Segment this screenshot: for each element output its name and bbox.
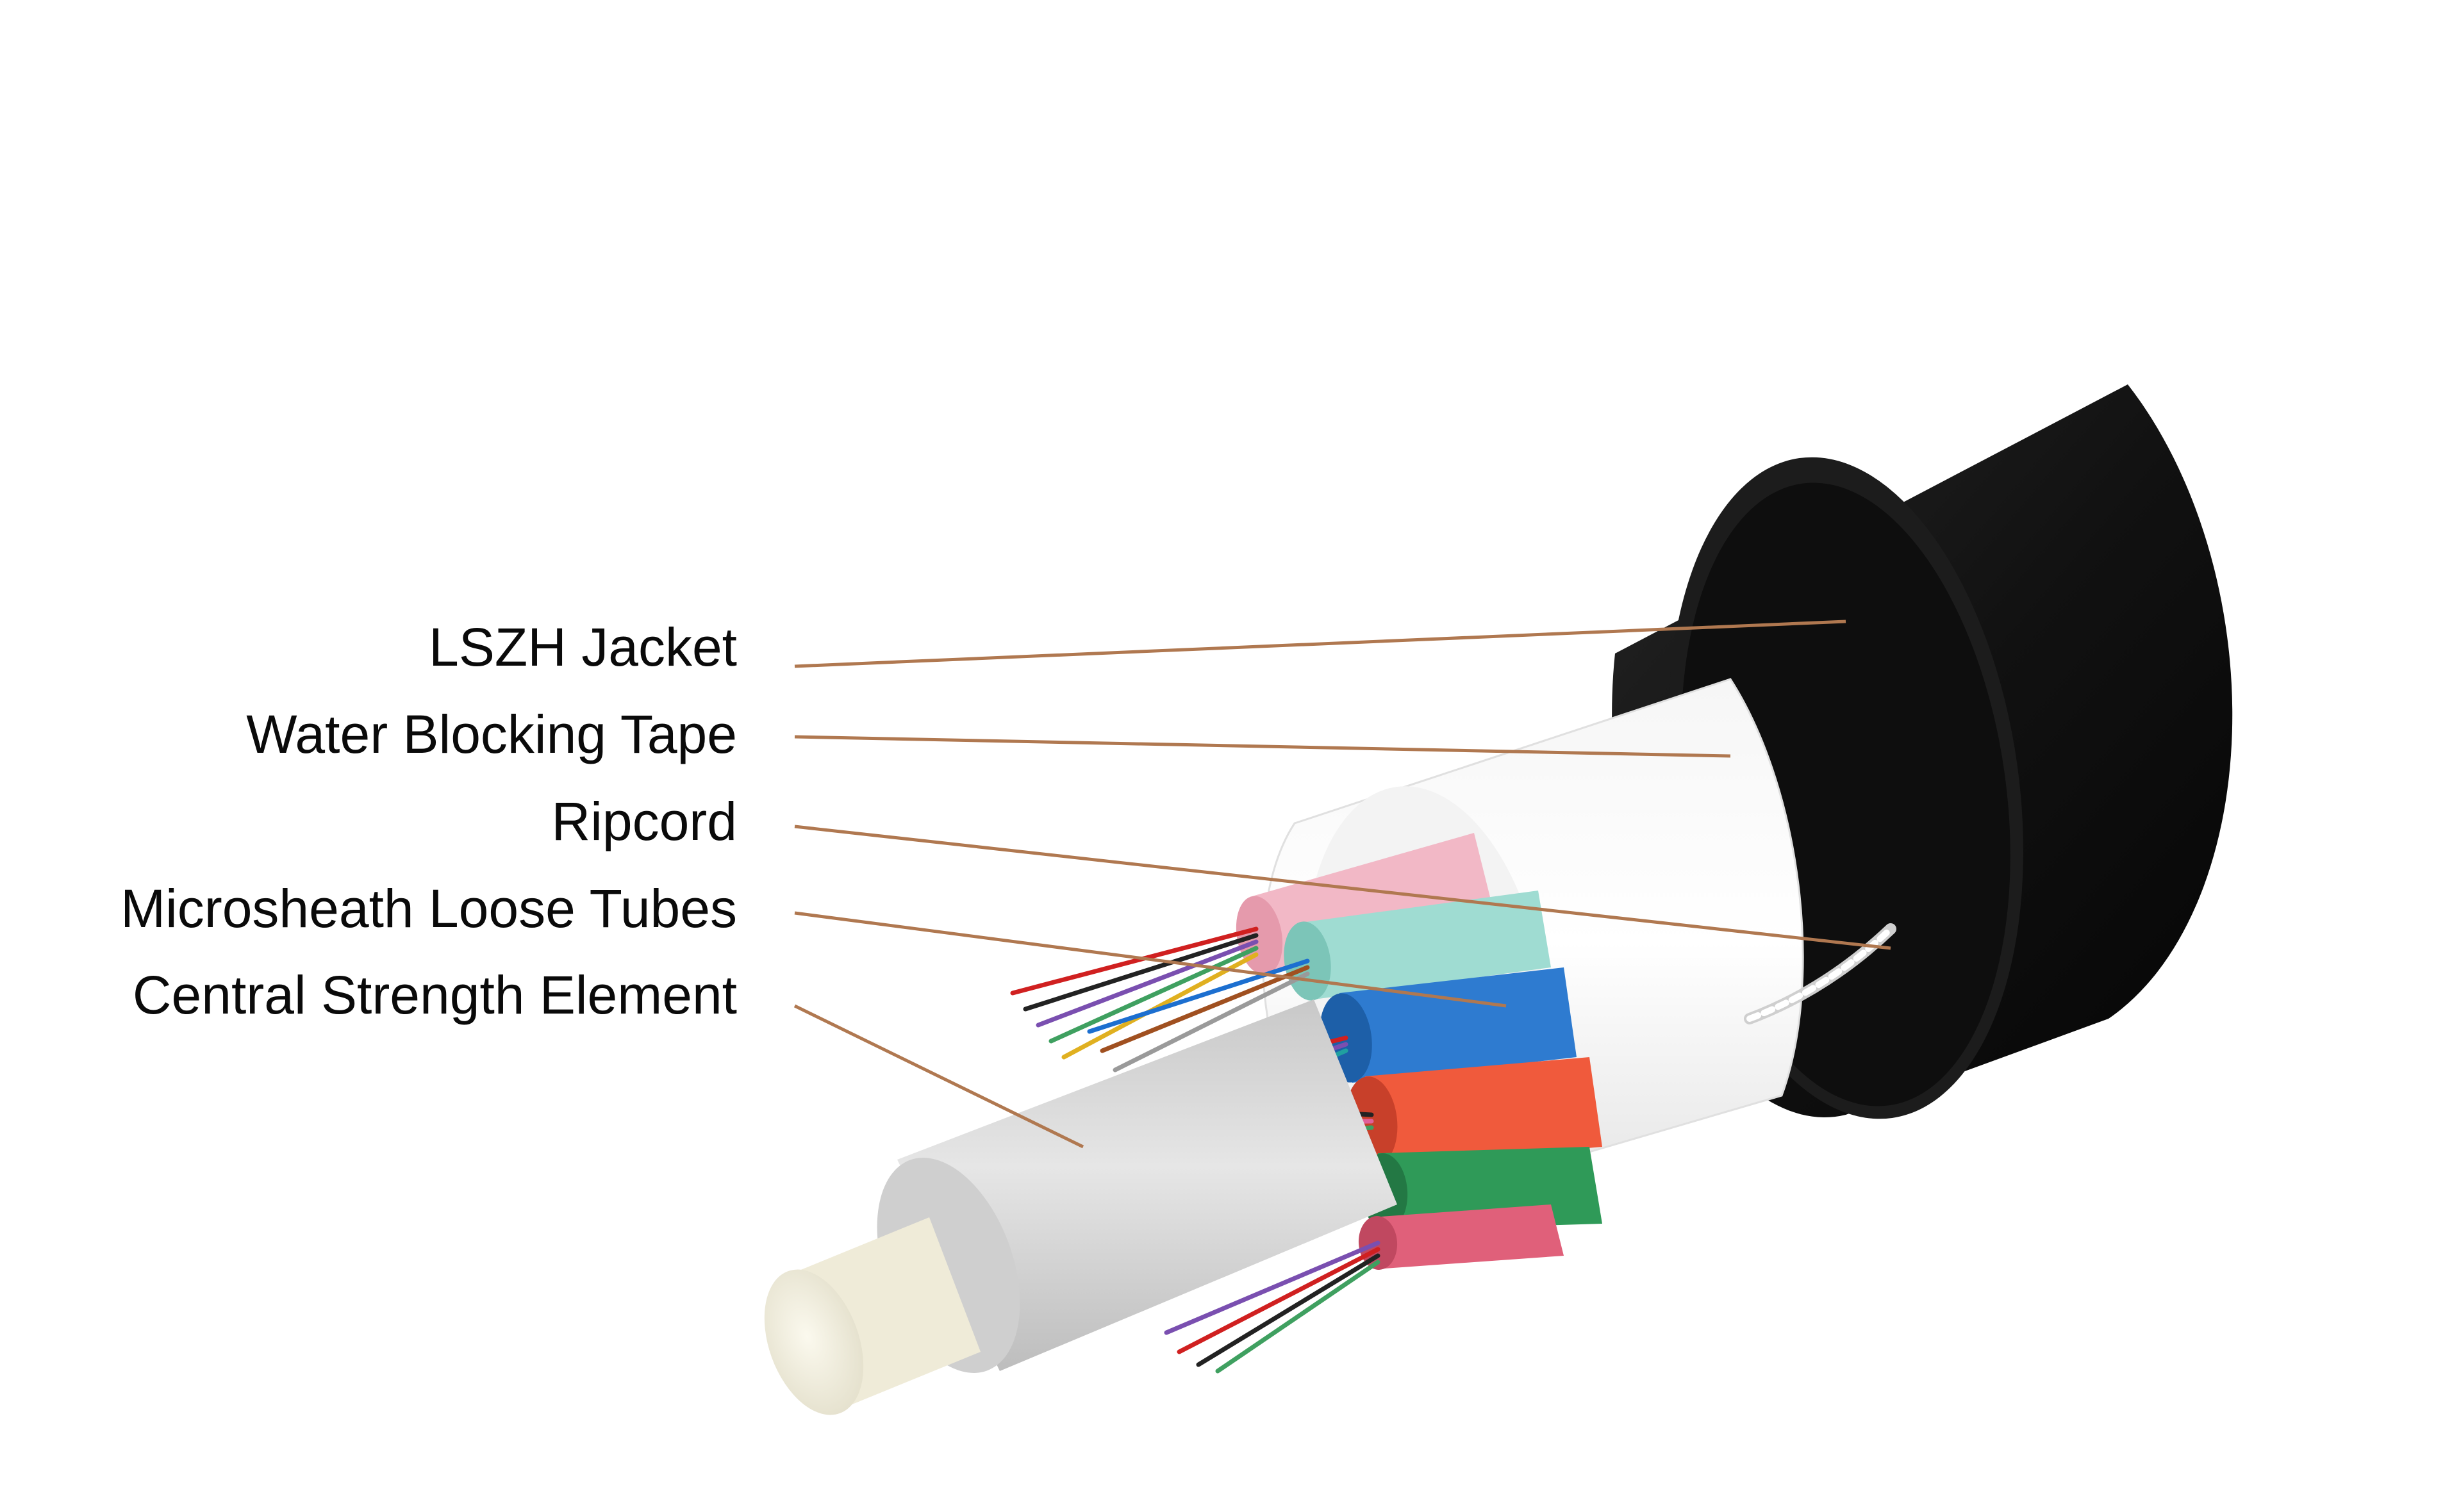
label-microsheath-loose-tubes: Microsheath Loose Tubes	[120, 878, 737, 939]
leader-line-tape	[794, 735, 1731, 758]
label-ripcord: Ripcord	[551, 791, 737, 851]
ripcord	[1744, 923, 1896, 1024]
central-strength-element	[764, 999, 1397, 1415]
leader-line-jacket	[794, 620, 1846, 668]
label-water-blocking-tape: Water Blocking Tape	[246, 704, 737, 764]
label-central-strength-element: Central Strength Element	[132, 965, 737, 1025]
label-lszh-jacket: LSZH Jacket	[429, 617, 737, 677]
leader-lines	[793, 620, 1891, 1149]
leader-line-ripcord	[794, 825, 1891, 950]
leader-line-cse	[793, 1004, 1084, 1149]
microsheath-loose-tubes	[1236, 833, 1602, 1270]
leader-line-tubes	[794, 911, 1507, 1008]
